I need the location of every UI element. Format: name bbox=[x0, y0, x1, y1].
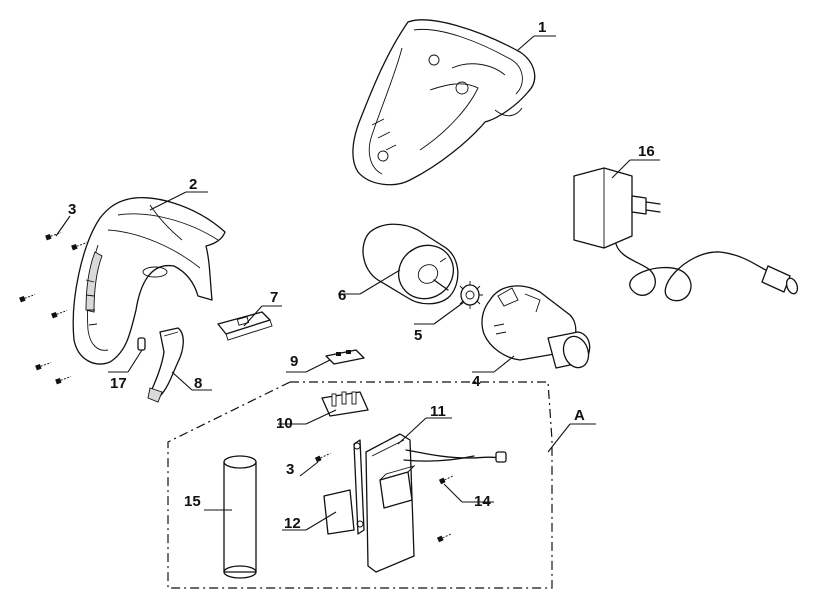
trigger-part-8 bbox=[147, 327, 184, 403]
board-part-11 bbox=[365, 433, 507, 573]
callout-A: A bbox=[574, 407, 585, 424]
callout-6: 6 bbox=[338, 287, 346, 304]
callout-14: 14 bbox=[474, 493, 491, 510]
callout-8: 8 bbox=[194, 375, 202, 392]
bracket-part-12 bbox=[323, 439, 365, 535]
screw-group-part-3 bbox=[19, 232, 88, 385]
pin-part-17 bbox=[137, 337, 146, 351]
screw-part-14 bbox=[436, 475, 453, 543]
gearbox-part-4 bbox=[481, 285, 591, 369]
callout-9: 9 bbox=[290, 353, 298, 370]
screw-part-3-inner bbox=[314, 452, 331, 463]
callout-labels: 1 2 3 3 4 5 6 7 8 9 10 11 12 14 15 16 17… bbox=[68, 19, 655, 532]
pcb-part-10 bbox=[321, 391, 369, 417]
callout-10: 10 bbox=[276, 415, 293, 432]
callout-16: 16 bbox=[638, 143, 655, 160]
callout-12: 12 bbox=[284, 515, 301, 532]
leader-lines bbox=[55, 35, 660, 531]
clip-part-9 bbox=[325, 349, 365, 365]
motor-part-6 bbox=[362, 223, 459, 305]
slider-part-7 bbox=[217, 311, 273, 341]
callout-5: 5 bbox=[414, 327, 422, 344]
charger-part-16 bbox=[573, 167, 799, 302]
callout-2: 2 bbox=[189, 176, 197, 193]
callout-1: 1 bbox=[538, 19, 546, 36]
callout-4: 4 bbox=[472, 373, 481, 390]
callout-15: 15 bbox=[184, 493, 201, 510]
housing-half-part-1 bbox=[352, 19, 536, 186]
callout-3a: 3 bbox=[68, 201, 76, 218]
gear-part-5 bbox=[459, 281, 483, 309]
callout-3b: 3 bbox=[286, 461, 294, 478]
housing-half-part-2 bbox=[72, 197, 226, 365]
battery-part-15 bbox=[223, 455, 257, 579]
callout-7: 7 bbox=[270, 289, 278, 306]
callout-11: 11 bbox=[430, 403, 446, 420]
assembly-a-boundary bbox=[167, 381, 553, 589]
callout-17: 17 bbox=[110, 375, 127, 392]
